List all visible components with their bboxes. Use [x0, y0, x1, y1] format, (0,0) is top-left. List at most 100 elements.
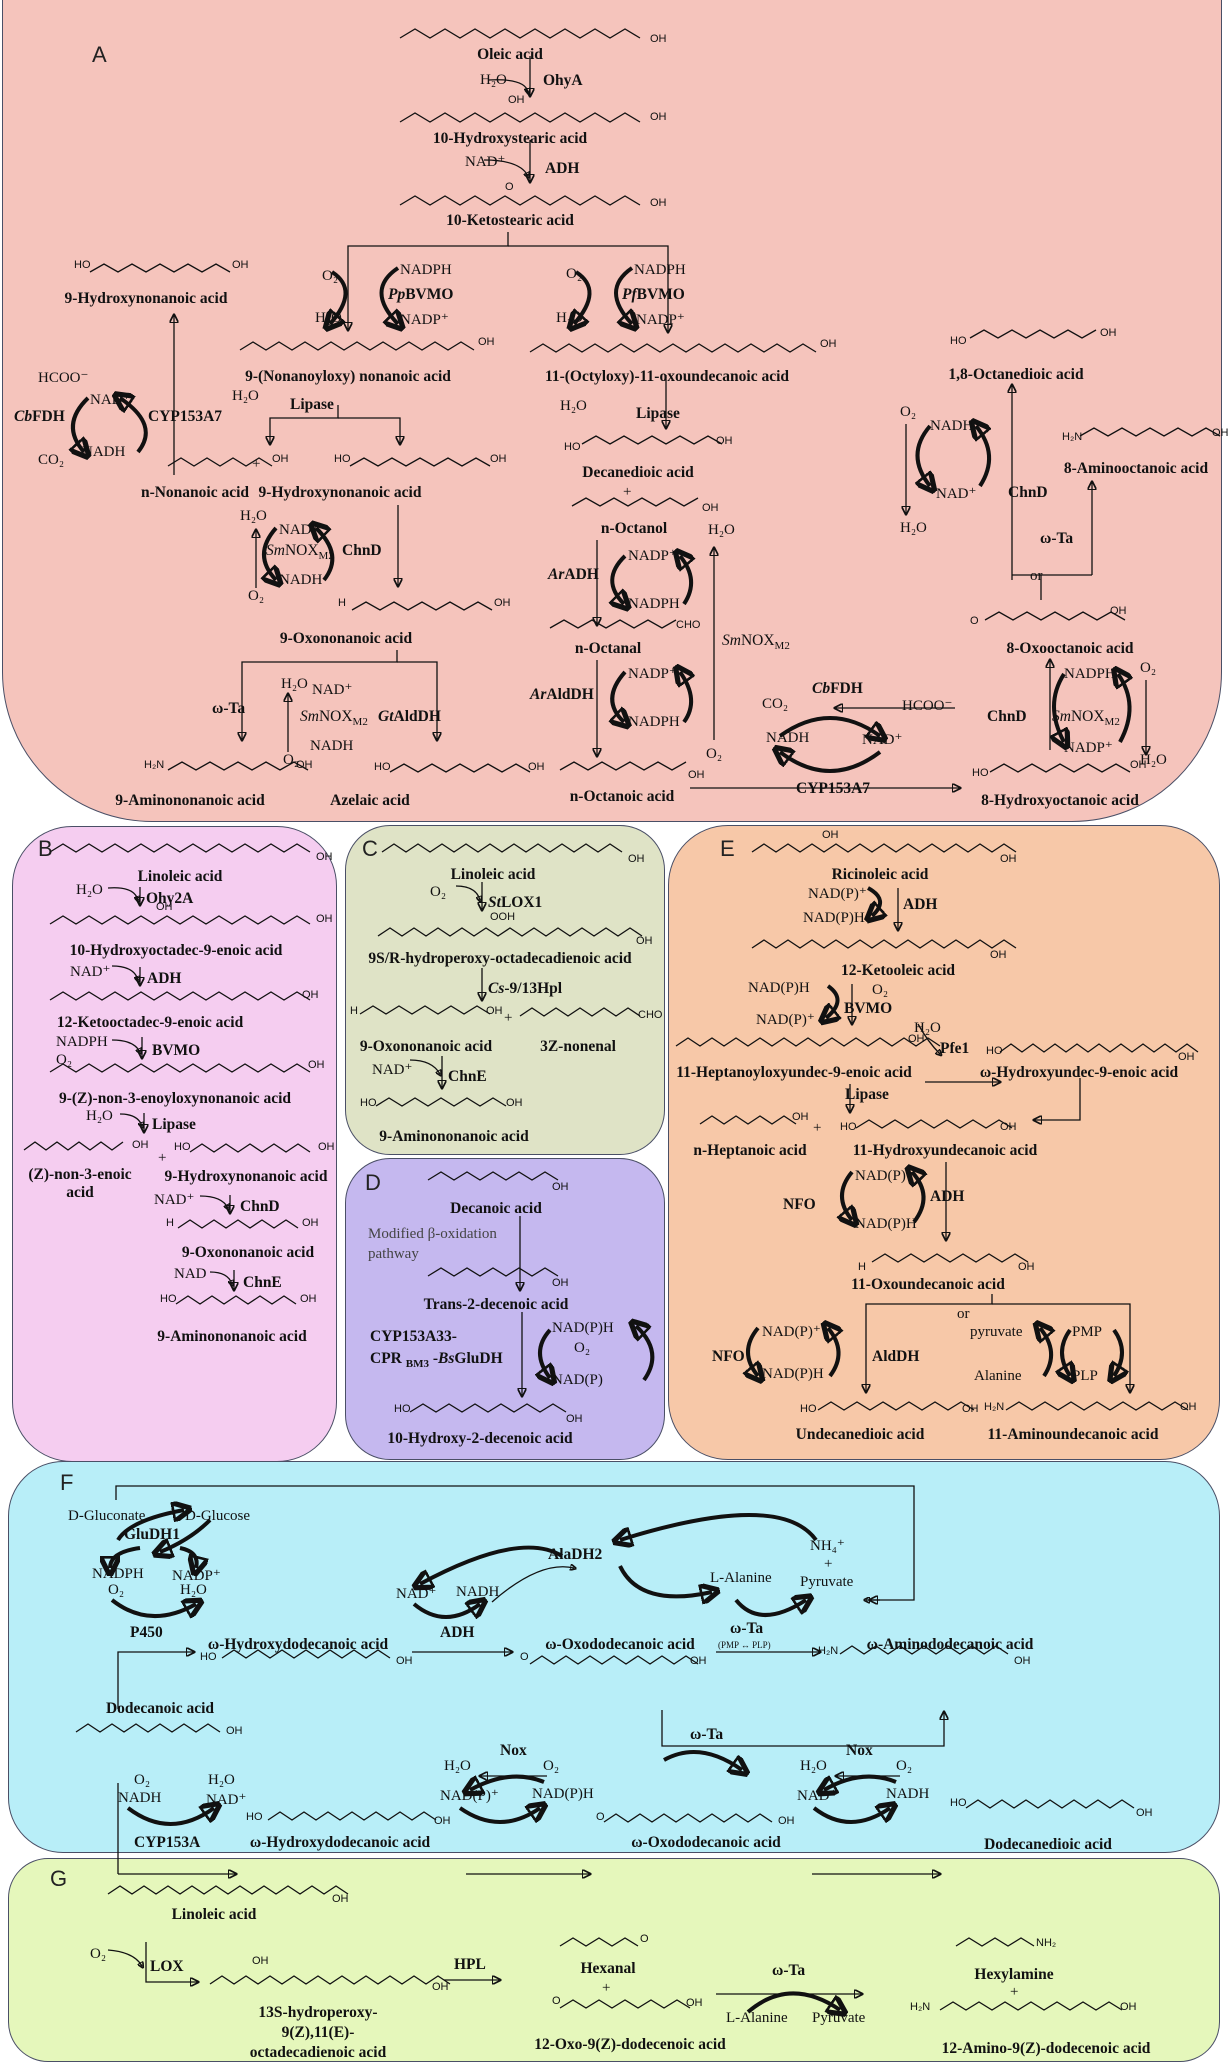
cofactor-o2: O₂	[896, 1758, 913, 1774]
enzyme-omega-ta: ω-Ta	[690, 1726, 724, 1743]
enzyme-cpr-bsgludh: CPR BM3 -BsGluDH	[370, 1350, 503, 1371]
enzyme-bvmo: BVMO	[152, 1042, 201, 1059]
enzyme-lipase: Lipase	[152, 1116, 196, 1133]
compound-10-hydroxystearic-acid: 10-Hydroxystearic acid	[432, 130, 588, 147]
cofactor-h2o: H₂O	[315, 310, 342, 326]
enzyme-cs-9-13hpl: Cs-9/13Hpl	[488, 980, 563, 997]
cofactor-o2: O₂	[108, 1582, 125, 1598]
cofactor-pyruvate: Pyruvate	[800, 1574, 854, 1590]
cofactor-nadp: NADP⁺	[628, 666, 677, 682]
panel-d-letter: D	[365, 1170, 381, 1195]
cofactor-h2o: H₂O	[232, 388, 259, 404]
compound-dodecanedioic-acid: Dodecanedioic acid	[984, 1836, 1112, 1853]
enzyme-bvmo: BVMO	[844, 1000, 893, 1017]
compound-dodecanoic-acid: Dodecanoic acid	[105, 1700, 215, 1717]
compound-undecanedioic-acid: Undecanedioic acid	[795, 1426, 925, 1443]
pathway-note-line2: pathway	[368, 1246, 419, 1262]
plus-sign: +	[504, 1010, 513, 1026]
cofactor-nadp: NAD(P)⁺	[762, 1324, 821, 1340]
compound-linoleic-acid: Linoleic acid	[137, 868, 223, 885]
enzyme-aradh: ArADH	[548, 566, 599, 583]
cofactor-nad: NAD⁺	[206, 1792, 247, 1808]
plus-sign: +	[813, 1120, 822, 1136]
cofactor-nadh: NADH	[456, 1584, 500, 1600]
compound-10-ketostearic-acid: 10-Ketostearic acid	[446, 212, 574, 229]
compound-linoleic-acid: Linoleic acid	[450, 866, 536, 883]
compound-non-3-enoyloxynonanoic-acid: 9-(Z)-non-3-enoyloxynonanoic acid	[58, 1090, 292, 1107]
cofactor-nadp: NAD(P)⁺	[808, 886, 867, 902]
compound-10-hydroxyoctadec-9-enoic-acid: 10-Hydroxyoctadec-9-enoic acid	[69, 942, 283, 959]
panel-c-letter: C	[362, 836, 378, 861]
cofactor-o2: O₂	[56, 1052, 73, 1068]
enzyme-chnd: ChnD	[987, 708, 1027, 725]
enzyme-stlox1: StLOX1	[488, 894, 543, 911]
cofactor-nadh: NADH	[886, 1786, 930, 1802]
cofactor-nadph: NAD(P)H	[803, 910, 865, 926]
compound-octyloxy-oxoundecanoic-acid: 11-(Octyloxy)-11-oxoundecanoic acid	[544, 368, 790, 385]
panel-f-letter: F	[60, 1470, 74, 1495]
cofactor-h2o: H₂O	[86, 1108, 113, 1124]
cofactor-hcoo: HCOO⁻	[38, 370, 89, 386]
compound-azelaic-acid: Azelaic acid	[330, 792, 410, 809]
enzyme-cyp153a7: CYP153A7	[148, 408, 223, 425]
compound-trans-2-decenoic-acid: Trans-2-decenoic acid	[423, 1296, 569, 1313]
enzyme-chne: ChnE	[448, 1068, 487, 1085]
cofactor-nadh: NADH	[118, 1790, 162, 1806]
cofactor-nadh: NADH	[82, 444, 126, 460]
or-label: or	[957, 1306, 970, 1322]
enzyme-gludh1: GluDH1	[124, 1526, 180, 1543]
enzyme-nfo: NFO	[783, 1196, 816, 1213]
compound-non-3-enoic-acid-line2: acid	[66, 1184, 94, 1201]
enzyme-lipase: Lipase	[290, 396, 334, 413]
enzyme-cyp153a7: CYP153A7	[796, 780, 871, 797]
cofactor-nh4: NH₄⁺	[810, 1538, 845, 1554]
cofactor-pyruvate: pyruvate	[970, 1324, 1023, 1340]
cofactor-nad: NAD⁺	[279, 522, 320, 538]
cofactor-h2o: H₂O	[556, 310, 583, 326]
compound-9-aminononanoic-acid: 9-Aminononanoic acid	[379, 1128, 529, 1145]
compound-nonanoyloxy-nonanoic-acid: 9-(Nonanoyloxy) nonanoic acid	[245, 368, 451, 385]
cofactor-nadph: NADPH	[628, 714, 680, 730]
cofactor-nadph: NADPH	[1064, 666, 1116, 682]
cofactor-l-alanine: L-Alanine	[726, 2010, 788, 2026]
enzyme-chnd: ChnD	[1008, 484, 1048, 501]
compound-12-oxo-9z-dodecenoic-acid: 12-Oxo-9(Z)-dodecenoic acid	[534, 2036, 726, 2053]
cofactor-nad: NAD⁺	[70, 964, 111, 980]
compound-12-ketooctadec-9-enoic-acid: 12-Ketooctadec-9-enoic acid	[56, 1014, 244, 1031]
cofactor-nadp: NAD(P)⁺	[440, 1788, 499, 1804]
enzyme-chne: ChnE	[243, 1274, 282, 1291]
cofactor-h2o: H₂O	[76, 882, 103, 898]
compound-9-oxononanoic-acid: 9-Oxononanoic acid	[359, 1038, 493, 1055]
cofactor-o2: O₂	[430, 884, 447, 900]
enzyme-smnox: SmNOXM2	[1052, 708, 1120, 729]
enzyme-adh: ADH	[147, 970, 182, 987]
cofactor-o2: O₂	[566, 266, 583, 282]
cofactor-h2o: H₂O	[208, 1772, 235, 1788]
cofactor-nadp: NAD(P)⁺	[855, 1168, 914, 1184]
compound-12-amino-9z-dodecenoic-acid: 12-Amino-9(Z)-dodecenoic acid	[941, 2040, 1151, 2057]
compound-9-oxononanoic-acid: 9-Oxononanoic acid	[181, 1244, 315, 1261]
cofactor-nadh: NADH	[310, 738, 354, 754]
enzyme-gtaldh: GtAldDH	[378, 708, 441, 725]
cofactor-nad: NAD⁺	[465, 154, 506, 170]
enzyme-p450: P450	[130, 1624, 163, 1641]
enzyme-chnd: ChnD	[240, 1198, 280, 1215]
cofactor-h2o: H₂O	[560, 398, 587, 414]
enzyme-cyp153a: CYP153A	[134, 1834, 201, 1851]
compound-8-aminooctanoic-acid: 8-Aminooctanoic acid	[1063, 460, 1209, 477]
cofactor-nadh: NADH	[930, 418, 974, 434]
enzyme-adh: ADH	[545, 160, 580, 177]
plus-sign: +	[1010, 1984, 1019, 2000]
cofactor-nadph: NAD(P)H	[855, 1216, 917, 1232]
compound-decanedioic-acid: Decanedioic acid	[582, 464, 694, 481]
enzyme-araldh: ArAldDH	[530, 686, 594, 703]
cofactor-o2: O₂	[90, 1946, 107, 1962]
enzyme-pfe1: Pfe1	[940, 1040, 970, 1057]
plus-sign: +	[602, 1980, 611, 1996]
compound-n-octanol: n-Octanol	[600, 520, 668, 537]
cofactor-nadph: NAD(P)H	[748, 980, 810, 996]
cofactor-h2o: H₂O	[180, 1582, 207, 1598]
enzyme-nox: Nox	[500, 1742, 527, 1759]
cofactor-h2o: H₂O	[480, 72, 507, 88]
compound-octanedioic-acid: 1,8-Octanedioic acid	[948, 366, 1084, 383]
